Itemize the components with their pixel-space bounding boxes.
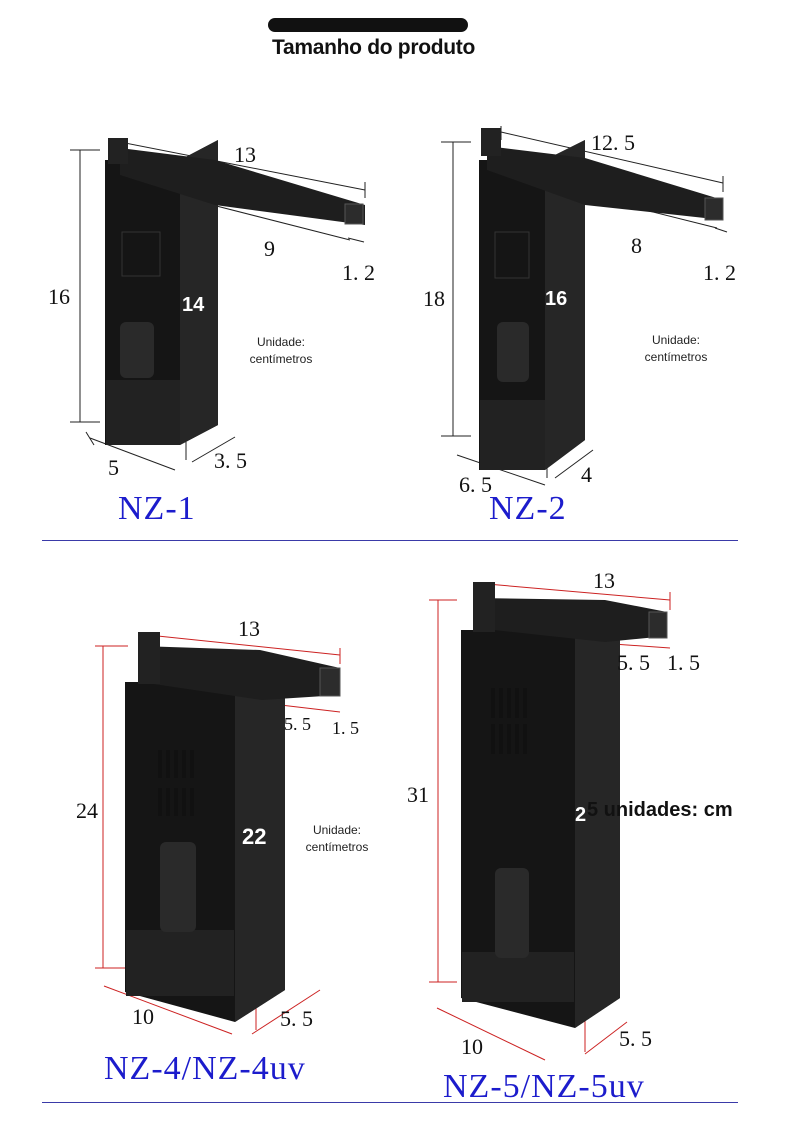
nz-2-height-label: 18	[423, 286, 445, 311]
nz-4-unit-note: Unidade:centímetros	[305, 823, 369, 854]
nz-5-pipe-label: 1. 5	[667, 650, 700, 675]
nz-2-pipe-label: 1. 2	[703, 260, 736, 285]
nz-4-length-label: 13	[238, 616, 260, 641]
nz-4-outlet-label: 5. 5	[284, 714, 311, 734]
nz-5-outlet-label: 5. 5	[617, 650, 650, 675]
nz-1-filter-drawing	[70, 138, 366, 471]
nz-2-length-label: 12. 5	[591, 130, 635, 155]
nz-5-body-height-label: 2	[575, 804, 587, 826]
nz-5-unit-note: 5 unidades: cm	[587, 799, 733, 821]
nz-5-length-label: 13	[593, 568, 615, 593]
section-divider-top	[42, 540, 738, 541]
nz-1-length-label: 13	[234, 142, 256, 167]
product-panel-nz-5: 13 5. 5 1. 5 31 2 5 unidades: cm 10 5. 5…	[395, 560, 790, 1105]
nz-2-width-label: 6. 5	[459, 472, 492, 497]
nz-2-outlet-label: 8	[631, 233, 642, 258]
product-panel-nz-4: 13 5. 5 1. 5 24 22 10 5. 5 Unidade:centí…	[0, 560, 395, 1100]
nz-2-unit-note: Unidade:centímetros	[644, 333, 708, 364]
nz-2-depth-label: 4	[581, 462, 592, 487]
nz-5-height-label: 31	[407, 782, 429, 807]
product-panel-nz-2: 12. 5 8 1. 2 18 16 6. 5 4 Unidade:centím…	[395, 0, 790, 540]
nz-1-unit-note: Unidade:centímetros	[249, 335, 313, 366]
nz-1-body-height-label: 14	[182, 294, 205, 316]
nz-5-depth-label: 5. 5	[619, 1026, 652, 1051]
nz-1-model-label: NZ-1	[118, 490, 196, 527]
nz-2-model-label: NZ-2	[489, 490, 567, 527]
nz-4-filter-drawing	[95, 632, 341, 1035]
nz-1-outlet-label: 9	[264, 236, 275, 261]
nz-1-height-label: 16	[48, 284, 70, 309]
nz-5-filter-drawing	[429, 582, 671, 1061]
title-decoration-bar	[268, 18, 468, 32]
nz-4-depth-label: 5. 5	[280, 1006, 313, 1031]
nz-5-model-label: NZ-5/NZ-5uv	[443, 1068, 645, 1105]
product-panel-nz-1: 13 9 1. 2 16 14 5 3. 5 Unidade:centímetr…	[0, 0, 395, 540]
nz-1-depth-label: 3. 5	[214, 448, 247, 473]
nz-1-pipe-label: 1. 2	[342, 260, 375, 285]
nz-1-width-label: 5	[108, 455, 119, 480]
nz-2-body-height-label: 16	[545, 288, 568, 310]
page-title: Tamanho do produto	[272, 36, 476, 59]
nz-2-filter-drawing	[441, 126, 728, 486]
nz-5-width-label: 10	[461, 1034, 483, 1059]
nz-4-height-label: 24	[76, 798, 98, 823]
nz-4-body-height-label: 22	[242, 824, 267, 849]
section-divider-bottom	[42, 1102, 738, 1103]
nz-4-pipe-label: 1. 5	[332, 718, 359, 738]
nz-4-width-label: 10	[132, 1004, 154, 1029]
nz-4-model-label: NZ-4/NZ-4uv	[104, 1050, 306, 1087]
